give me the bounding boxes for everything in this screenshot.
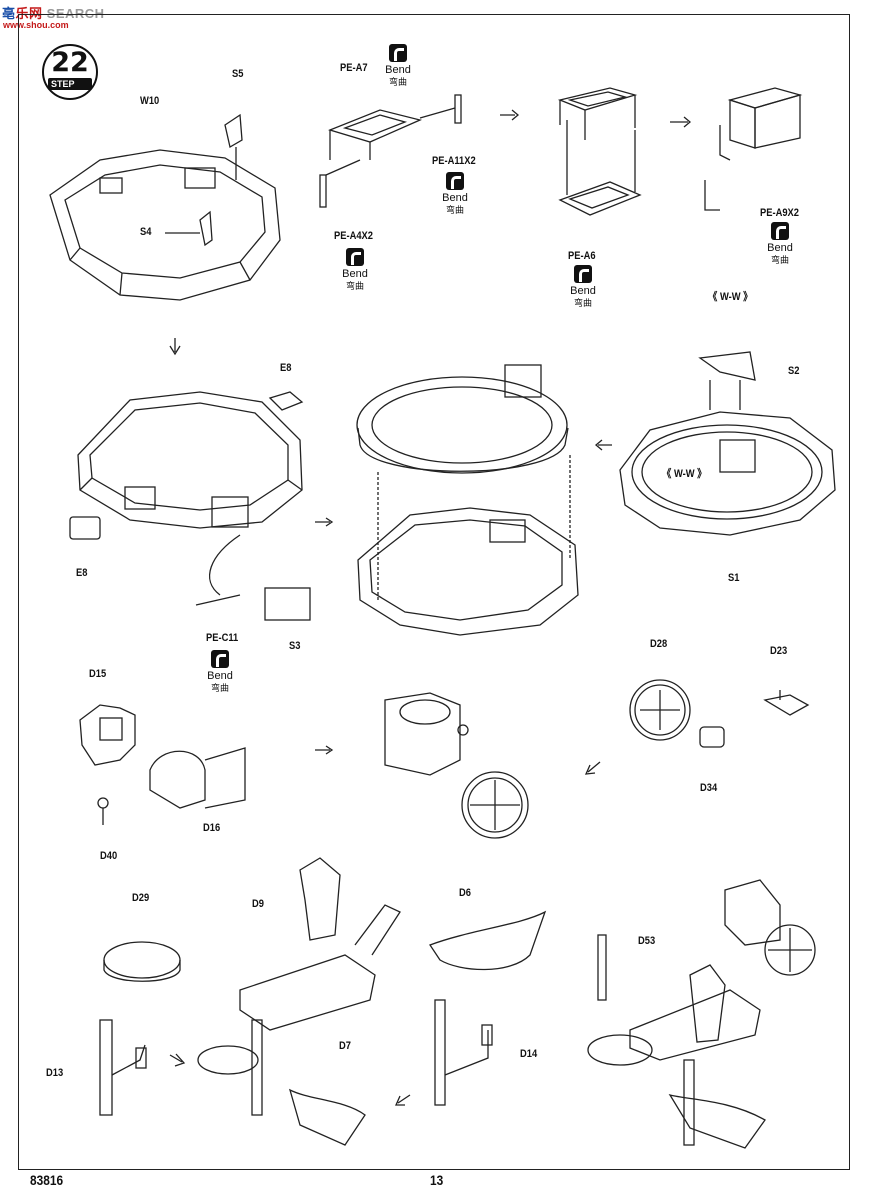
label-e8-top: E8 [280, 362, 292, 374]
w10-part-drawing [49, 149, 281, 301]
label-d13: D13 [46, 1067, 64, 1079]
bend-callout-pe-a9: Bend 弯曲 [750, 222, 810, 266]
label-d14: D14 [520, 1048, 538, 1060]
label-d7: D7 [339, 1040, 351, 1052]
s5-part-drawing [224, 113, 243, 180]
label-pe-c11: PE-C11 [206, 632, 239, 644]
label-pe-a9x2: PE-A9X2 [760, 207, 799, 219]
page-frame [18, 14, 850, 1170]
label-ww-on-s1: 《 W-W 》 [662, 468, 707, 480]
e8-hatch-part [69, 516, 101, 540]
flow-arrow [594, 439, 612, 451]
label-d9: D9 [252, 898, 264, 910]
pe-a4-strip [319, 174, 327, 208]
pe-a7-frame [328, 109, 423, 160]
bend-callout-pe-a4: Bend 弯曲 [325, 248, 385, 292]
label-pe-a4x2: PE-A4X2 [334, 230, 373, 242]
label-d15: D15 [89, 668, 107, 680]
flow-arrow [500, 109, 520, 121]
bend-icon [446, 172, 464, 190]
label-d29: D29 [132, 892, 150, 904]
step-label: STEP [48, 78, 92, 90]
page-number: 13 [430, 1172, 444, 1188]
center-ring-assembly [356, 364, 579, 636]
flow-arrow [394, 1094, 411, 1106]
label-e8-left: E8 [76, 567, 88, 579]
d6-d14-seat [429, 910, 547, 1106]
label-d34: D34 [700, 782, 718, 794]
watermark-text: SEARCH [46, 6, 105, 21]
bend-icon [574, 265, 592, 283]
flow-arrow [670, 116, 692, 128]
step-number: 22 [51, 47, 89, 78]
s4-part-drawing [165, 210, 213, 247]
d9-d7-seat-frame [197, 857, 401, 1146]
label-d53: D53 [638, 935, 656, 947]
s1-ring-assembly [619, 351, 836, 536]
final-seat-assembly [587, 879, 816, 1149]
label-pe-a11x2: PE-A11X2 [432, 155, 476, 167]
s3-hatch-part [264, 587, 311, 621]
step-badge: 22 STEP [42, 44, 98, 100]
label-ww-view: 《 W-W 》 [708, 291, 753, 303]
pe-a6-frame [557, 87, 642, 216]
bend-callout-pe-a6: Bend 弯曲 [553, 265, 613, 309]
flow-arrow [584, 761, 601, 775]
pe-a9-assembly [704, 87, 803, 211]
bend-icon [771, 222, 789, 240]
label-s2: S2 [788, 365, 800, 377]
bend-callout-pe-a11: Bend 弯曲 [425, 172, 485, 216]
label-s1: S1 [728, 572, 740, 584]
bend-icon [346, 248, 364, 266]
label-d16: D16 [203, 822, 221, 834]
e8-top-part [268, 391, 304, 411]
label-s4: S4 [140, 226, 152, 238]
assembled-gearbox [384, 692, 529, 839]
flow-arrow [315, 517, 334, 527]
pe-c11-wire [195, 534, 241, 606]
d29-d13-seat [99, 941, 181, 1116]
label-d6: D6 [459, 887, 471, 899]
d34-d23-parts [699, 690, 810, 748]
label-d40: D40 [100, 850, 118, 862]
watermark-logo: 亳乐网 SEARCH [2, 6, 105, 21]
label-d28: D28 [650, 638, 668, 650]
tub-with-hatches [77, 391, 303, 529]
label-pe-a6: PE-A6 [568, 250, 596, 262]
flow-arrow [315, 745, 334, 755]
pe-a11-strip [454, 94, 462, 124]
bend-callout-pe-c11: Bend 弯曲 [190, 650, 250, 694]
label-d23: D23 [770, 645, 788, 657]
bend-icon [389, 44, 407, 62]
label-s5: S5 [232, 68, 244, 80]
product-code: 83816 [30, 1172, 64, 1188]
flow-arrow [169, 1053, 186, 1067]
d15-d16-gearbox [79, 704, 246, 825]
label-s3: S3 [289, 640, 301, 652]
label-w10: W10 [140, 95, 160, 107]
label-pe-a7: PE-A7 [340, 62, 368, 74]
watermark-url: www.shou.com [3, 20, 69, 30]
bend-icon [211, 650, 229, 668]
d28-handwheel [629, 679, 691, 741]
flow-arrow [169, 338, 181, 356]
bend-callout-pe-a7: Bend 弯曲 [368, 44, 428, 88]
